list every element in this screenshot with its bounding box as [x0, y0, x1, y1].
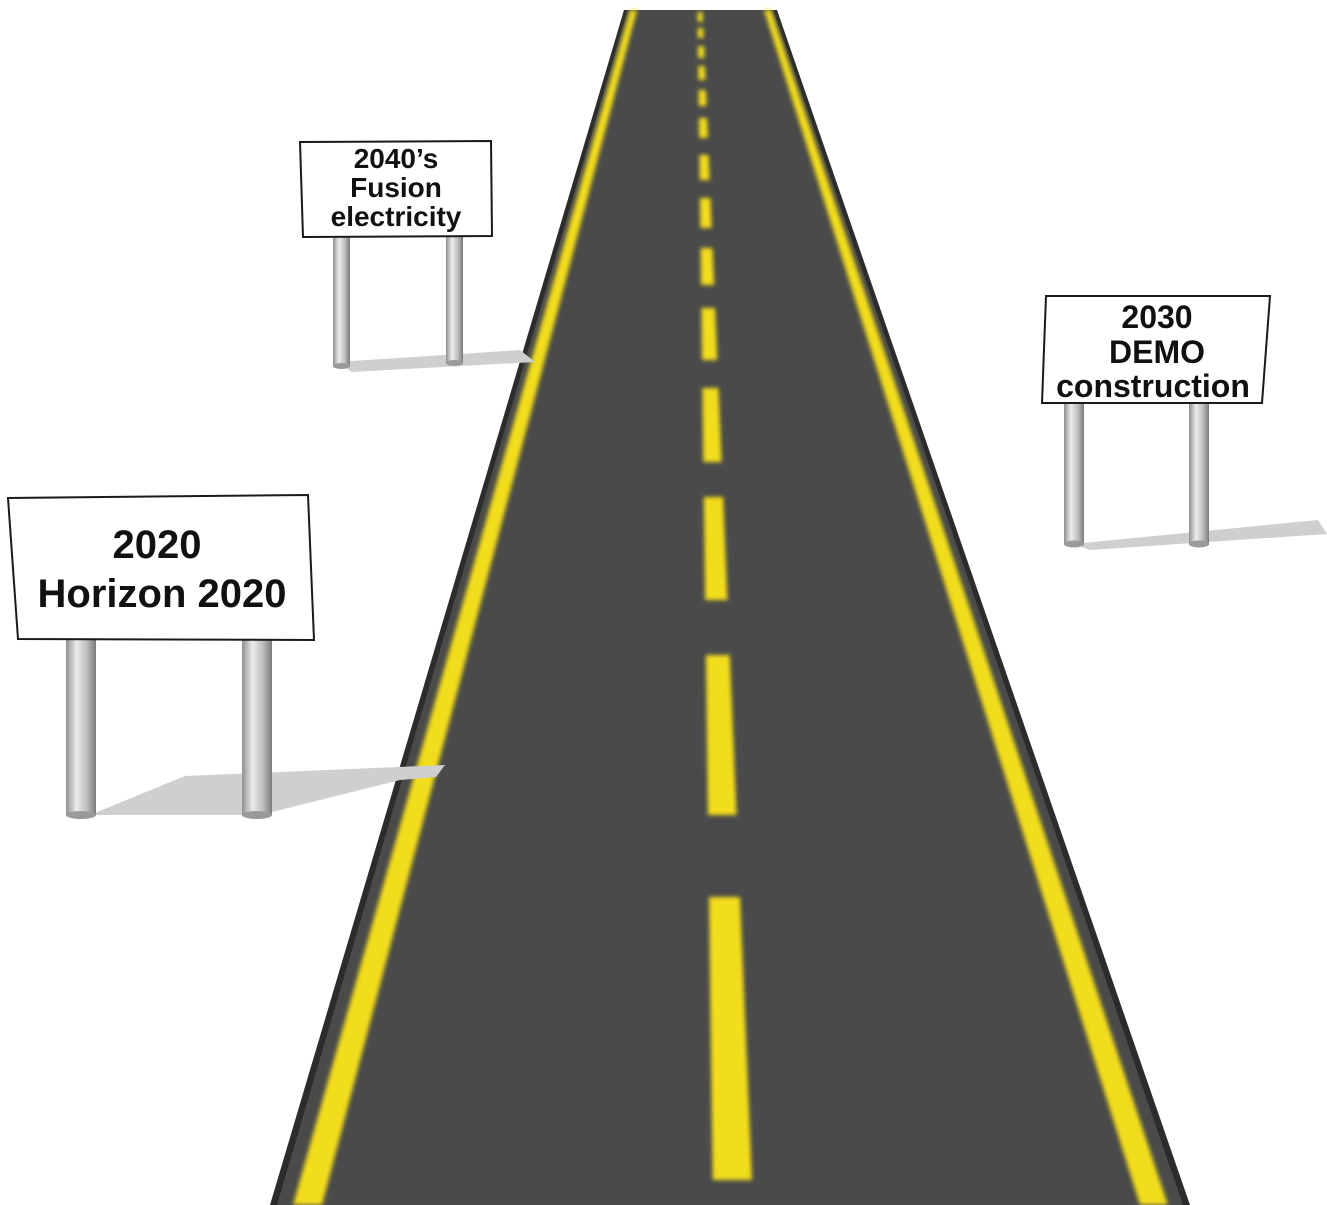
- center-dash: [700, 198, 712, 228]
- sign-horizon: 2020 Horizon 2020: [8, 495, 445, 819]
- sign-shadow: [336, 350, 535, 372]
- center-dash: [698, 66, 705, 80]
- sign-text-line: 2020: [113, 523, 202, 567]
- sign-demo: 2030 DEMO construction: [1042, 296, 1327, 550]
- sign-post: [66, 636, 96, 816]
- sign-post: [1064, 400, 1084, 545]
- sign-post: [446, 234, 463, 364]
- center-dash: [699, 155, 709, 180]
- sign-post: [242, 636, 272, 816]
- center-dash: [698, 28, 704, 38]
- center-dash: [701, 248, 715, 285]
- center-dash: [699, 118, 708, 138]
- sign-post: [333, 234, 350, 367]
- sign-post: [1189, 400, 1209, 545]
- sign-fusion: 2040’s Fusion electricity: [300, 141, 535, 372]
- center-dash: [702, 388, 721, 462]
- sign-text-line: Fusion: [350, 172, 442, 203]
- sign-text-line: Horizon 2020: [38, 572, 287, 616]
- center-dash: [701, 308, 717, 360]
- center-dash: [698, 12, 703, 22]
- center-dash: [698, 46, 705, 58]
- sign-text-line: construction: [1056, 368, 1250, 404]
- sign-text-line: DEMO: [1109, 334, 1205, 370]
- sign-text-line: 2040’s: [354, 143, 439, 174]
- sign-text-line: electricity: [331, 201, 462, 232]
- sign-text-line: 2030: [1121, 299, 1192, 335]
- center-dash: [699, 90, 707, 106]
- sign-board: [8, 495, 314, 640]
